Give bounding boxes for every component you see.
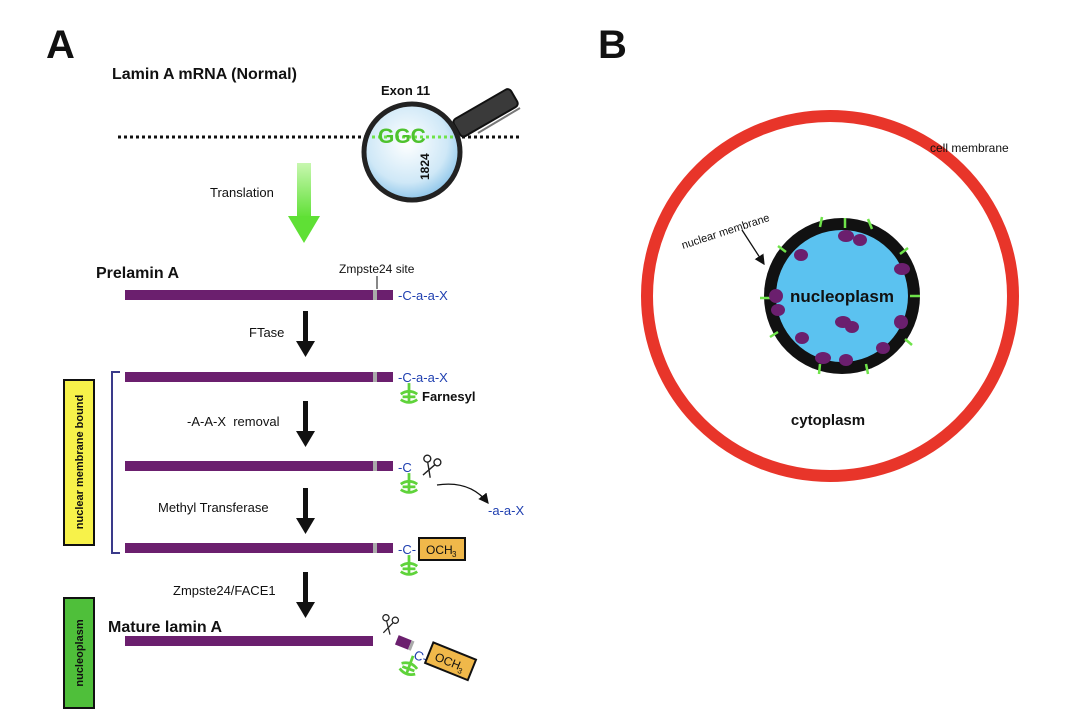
och3-box: OCH 3 — [418, 537, 466, 561]
nuclear-membrane-label: nuclear membrane — [680, 212, 771, 252]
farnesylated-bar — [125, 372, 393, 382]
farnesyl-anchor-icon-2 — [399, 473, 419, 494]
methyl-transferase-label: Methyl Transferase — [158, 500, 269, 515]
step-arrow-methyl — [296, 488, 315, 534]
farnesyl-label: Farnesyl — [422, 389, 475, 404]
released-aax-label: -a-a-X — [488, 503, 524, 518]
nucleoplasm-label: nucleoplasm — [790, 287, 894, 306]
prelamin-bar — [125, 290, 393, 300]
cleaved-bar — [125, 461, 393, 471]
mrna-title: Lamin A mRNA (Normal) — [112, 66, 297, 83]
svg-text:nuclear membrane bound: nuclear membrane bound — [74, 395, 86, 529]
svg-text:OCH: OCH — [426, 543, 453, 557]
c-dash-label: -C- — [398, 542, 416, 557]
caax-label-2: -C-a-a-X — [398, 370, 448, 385]
position-label: 1824 — [418, 153, 432, 180]
exon-label: Exon 11 — [381, 83, 430, 98]
cleaved-peptide — [394, 635, 415, 651]
svg-text:nucleoplasm: nucleoplasm — [74, 619, 86, 686]
cytoplasm-label: cytoplasm — [791, 412, 865, 429]
nuclear-membrane-bound-box: nuclear membrane bound — [63, 379, 95, 546]
codon-label: GGC — [378, 125, 426, 148]
mature-lamin-bar — [125, 636, 373, 646]
release-arrow — [436, 483, 489, 505]
scissors-icon-2 — [378, 613, 400, 637]
prelamin-label: Prelamin A — [96, 265, 179, 282]
step-arrow-aax-removal — [296, 401, 315, 447]
aax-removal-label: -A-A-X removal — [187, 414, 280, 429]
zmpste-site-label: Zmpste24 site — [339, 262, 415, 276]
caax-label: -C-a-a-X — [398, 288, 448, 303]
zmpste24-label: Zmpste24/FACE1 — [173, 583, 276, 598]
methylated-bar — [125, 543, 393, 553]
ftase-label: FTase — [249, 325, 284, 340]
membrane-markers — [760, 216, 920, 375]
cell-membrane-label: cell membrane — [930, 141, 1009, 155]
svg-text:3: 3 — [452, 550, 457, 559]
translation-arrow — [288, 163, 320, 243]
lamin-dots — [769, 230, 910, 366]
och3-box-2: OCH 3 — [423, 641, 478, 682]
scissors-icon — [417, 453, 443, 481]
nuclear-membrane-pointer — [741, 229, 765, 266]
panel-b-label: B — [598, 23, 627, 67]
cleavage-site-mark — [373, 290, 377, 300]
panel-a-label: A — [46, 23, 75, 67]
nucleoplasm-area — [776, 230, 908, 362]
svg-text:3: 3 — [456, 666, 464, 676]
farnesyl-anchor-icon-3 — [399, 555, 419, 576]
step-arrow-ftase — [296, 311, 315, 357]
farnesyl-anchor-icon — [399, 383, 419, 404]
translation-label: Translation — [210, 185, 274, 200]
mature-lamin-label: Mature lamin A — [108, 619, 223, 636]
step-arrow-zmpste24 — [296, 572, 315, 618]
cell-membrane — [641, 110, 1019, 482]
c-terminal-label: -C — [398, 460, 412, 475]
magnifying-glass-icon — [361, 88, 521, 203]
membrane-bound-bracket — [111, 371, 120, 554]
nucleoplasm-box: nucleoplasm — [63, 597, 95, 709]
